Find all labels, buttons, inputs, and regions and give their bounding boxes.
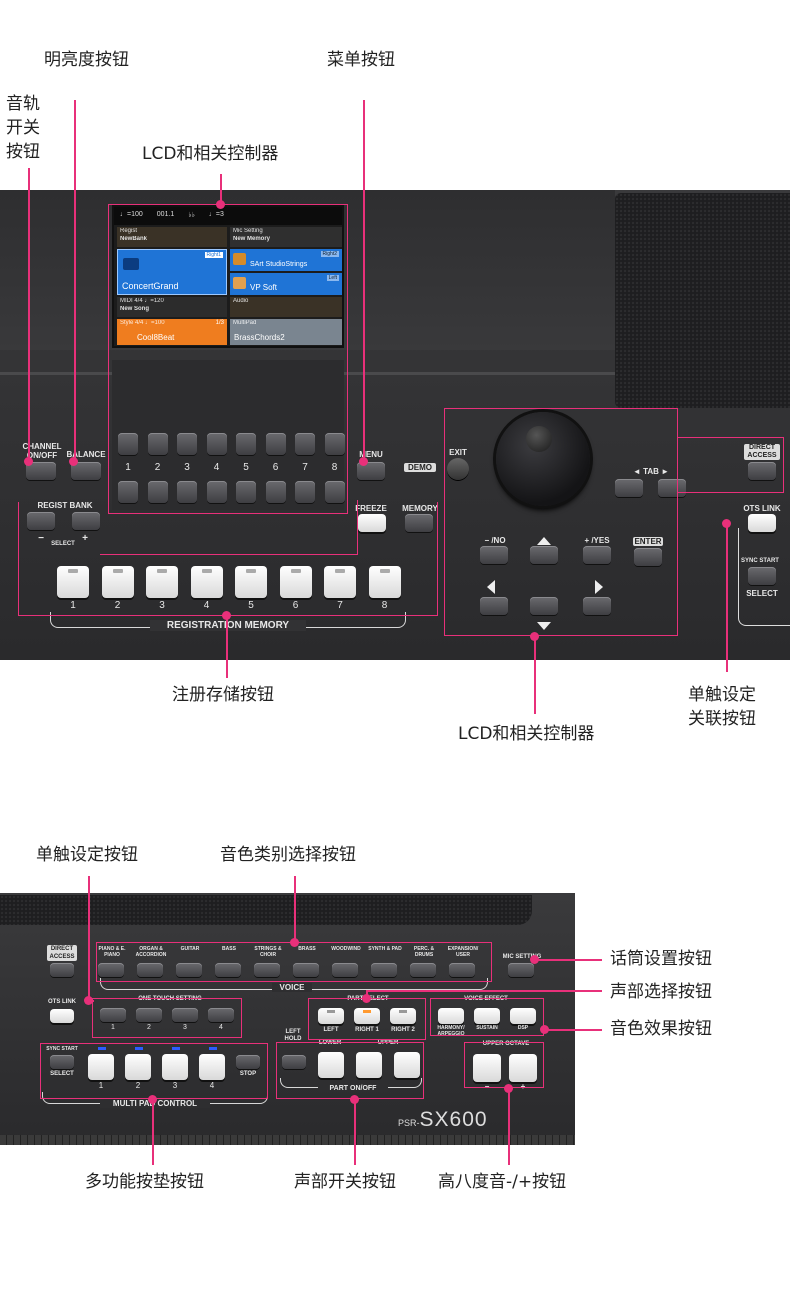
direct-access-label-2: DIRECT ACCESS: [47, 945, 77, 961]
track-annotation-line2: 开关: [6, 116, 46, 140]
leader-part-select-v: [366, 990, 368, 998]
menu-annotation: 菜单按钮: [327, 48, 395, 72]
keybed-edge: [0, 1135, 575, 1145]
ots-link-button-2[interactable]: [50, 1009, 74, 1023]
style-section-edge: [738, 528, 790, 626]
leader-ots-link: [726, 524, 728, 672]
direct-access-highlight-box: [678, 437, 784, 493]
multi-pad-highlight-box: [40, 1043, 268, 1099]
voice-effect-highlight-box: [430, 998, 544, 1036]
leader-lcd-top: [220, 174, 222, 204]
model-prefix: PSR-: [398, 1118, 420, 1128]
one-touch-highlight-box: [92, 998, 242, 1038]
registration-memory-label: REGISTRATION MEMORY: [150, 620, 306, 631]
leader-voice-effect: [544, 1029, 602, 1031]
part-on-off-highlight-box: [276, 1042, 424, 1099]
model-name: SX600: [420, 1108, 488, 1131]
demo-label: DEMO: [404, 463, 436, 472]
ots-link-label: OTS LINK: [742, 504, 782, 513]
ots-link-label-2: OTS LINK: [44, 999, 80, 1005]
multi-pad-annotation: 多功能按垫按钮: [85, 1170, 204, 1194]
dial-highlight-box: [444, 408, 678, 636]
leader-lcd-bottom: [534, 636, 536, 714]
lcd-annotation-top: LCD和相关控制器: [142, 142, 278, 166]
part-select-annotation: 声部选择按钮: [610, 980, 712, 1004]
leader-multi-pad: [152, 1099, 154, 1165]
mic-setting-button[interactable]: [508, 963, 534, 977]
speaker-grille: [615, 193, 790, 408]
menu-freeze-box: [100, 500, 358, 555]
leader-brightness: [74, 100, 76, 462]
part-select-highlight-box: [308, 998, 426, 1040]
ots-link-annotation-line1: 单触设定: [688, 683, 756, 707]
part-on-off-annotation: 声部开关按钮: [294, 1170, 396, 1194]
voice-label: VOICE: [272, 983, 312, 992]
leader-one-touch-h: [88, 1000, 94, 1002]
track-annotation-line3: 按钮: [6, 140, 46, 164]
direct-access-button-2[interactable]: [50, 963, 74, 977]
leader-part-on-off: [354, 1099, 356, 1165]
lcd-annotation-bottom: LCD和相关控制器: [458, 722, 594, 746]
leader-mic: [534, 959, 602, 961]
track-annotation-line1: 音轨: [6, 92, 46, 116]
ots-link-annotation-line2: 关联按钮: [688, 707, 756, 731]
upper-octave-highlight-box: [464, 1042, 544, 1088]
lcd-highlight-box: [108, 204, 348, 514]
speaker-grille-bottom: [0, 895, 532, 925]
leader-part-select: [366, 990, 602, 992]
model-logo: PSR-SX600: [398, 1108, 488, 1132]
voice-effect-annotation: 音色效果按钮: [610, 1017, 712, 1041]
leader-track: [28, 168, 30, 462]
leader-one-touch: [88, 876, 90, 998]
registration-annotation: 注册存储按钮: [172, 683, 274, 707]
leader-upper-octave: [508, 1088, 510, 1165]
voice-highlight-box: [96, 942, 492, 982]
track-annotation: 音轨 开关 按钮: [6, 92, 46, 164]
voice-category-annotation: 音色类别选择按钮: [220, 843, 356, 867]
one-touch-annotation: 单触设定按钮: [36, 843, 138, 867]
upper-octave-annotation: 高八度音-/+按钮: [438, 1170, 566, 1194]
ots-link-annotation: 单触设定 关联按钮: [688, 683, 756, 731]
leader-registration: [226, 616, 228, 678]
leader-menu: [363, 100, 365, 462]
left-hold-label: LEFT HOLD: [280, 1029, 306, 1043]
leader-voice: [294, 876, 296, 940]
brightness-annotation: 明亮度按钮: [44, 48, 129, 72]
mic-setting-annotation: 话筒设置按钮: [610, 947, 712, 971]
